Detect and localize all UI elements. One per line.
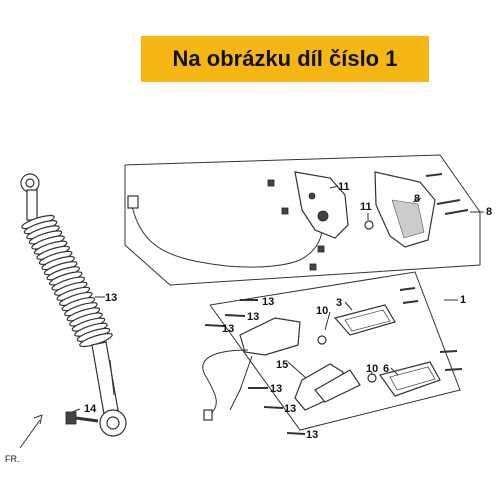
callout-12: 13	[105, 292, 117, 304]
callout-10-lower: 10	[366, 363, 378, 375]
callout-15: 15	[276, 359, 288, 371]
shock-absorber-part	[20, 173, 127, 437]
callout-13-a: 13	[262, 296, 274, 308]
turn-signal-group-frame	[209, 271, 461, 431]
light-housing-part-9	[294, 171, 349, 239]
front-label: FR.	[5, 454, 20, 464]
callout-13-d: 13	[270, 383, 282, 395]
bulb-part-11	[364, 220, 374, 230]
callout-13-e: 13	[284, 403, 296, 415]
callout-10-upper: 10	[316, 305, 328, 317]
callout-13-b: 13	[247, 311, 259, 323]
leader-lines	[71, 185, 484, 413]
lens-part-5	[314, 369, 361, 403]
bolt-part-14	[65, 411, 99, 425]
callout-7: 8	[486, 206, 492, 218]
lens-part-3	[333, 304, 396, 336]
callout-14: 14	[84, 403, 97, 415]
callout-1: 1	[460, 294, 466, 306]
banner-text: Na obrázku díl číslo 1	[172, 46, 398, 71]
lens-part-6	[379, 361, 441, 397]
callout-3: 3	[336, 297, 342, 309]
callout-6: 6	[383, 363, 389, 375]
wire-harness-rear	[131, 205, 323, 268]
callout-labels: 11 8 8 11 13 1 3 10 15 10 6 14 13 13 13 …	[84, 181, 492, 441]
part-number-banner: Na obrázku díl číslo 1	[141, 36, 429, 82]
screw-set-part-13	[204, 287, 463, 435]
front-direction-arrow: FR.	[5, 414, 43, 464]
callout-13-f: 13	[306, 429, 318, 441]
bracket-part-15	[239, 317, 301, 356]
callout-13-c: 13	[222, 323, 234, 335]
wire-harness-front	[202, 349, 249, 415]
callout-11: 11	[360, 201, 372, 213]
callout-9: 11	[338, 181, 350, 193]
callout-8: 8	[414, 193, 420, 205]
rear-light-group-frame	[124, 154, 481, 286]
